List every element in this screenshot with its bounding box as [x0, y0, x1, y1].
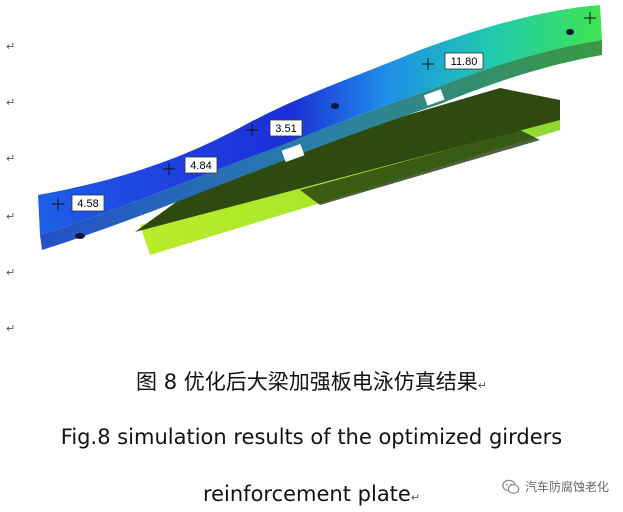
probe-marker	[52, 198, 64, 210]
caption-chinese: 图 8 优化后大梁加强板电泳仿真结果↵	[136, 370, 487, 394]
probe-marker	[584, 12, 596, 24]
hole	[75, 233, 85, 239]
value-label: 4.84	[184, 156, 218, 174]
opening	[281, 143, 305, 163]
probe-marker	[422, 58, 434, 70]
return-mark: ↵	[410, 491, 421, 504]
paragraph-mark: ↵	[6, 40, 16, 53]
probe-marker	[163, 163, 175, 175]
svg-text:4.84: 4.84	[190, 160, 211, 172]
paragraph-mark: ↵	[6, 266, 16, 279]
hole	[331, 103, 339, 109]
caption-english-line1: Fig.8 simulation results of the optimize…	[60, 425, 563, 449]
svg-text:3.51: 3.51	[275, 123, 296, 135]
value-label: 4.58	[71, 194, 105, 212]
watermark: 汽车防腐蚀老化	[502, 478, 609, 495]
hole	[566, 29, 574, 35]
probe-marker	[246, 124, 258, 136]
girder-simulation-figure: 4.58 4.84 3.51 11.80	[38, 5, 602, 255]
opening	[423, 89, 445, 106]
wechat-icon	[502, 479, 520, 494]
girder-edge-strip	[40, 40, 602, 250]
return-mark: ↵	[477, 379, 487, 392]
paragraph-mark: ↵	[6, 210, 16, 223]
paragraph-mark: ↵	[6, 96, 16, 109]
value-label: 3.51	[269, 119, 303, 137]
svg-text:4.58: 4.58	[77, 198, 98, 210]
value-label: 11.80	[444, 52, 484, 70]
web-shadow	[300, 130, 540, 205]
paragraph-mark: ↵	[6, 152, 16, 165]
caption-english-line2: reinforcement plate↵	[202, 482, 421, 506]
watermark-text: 汽车防腐蚀老化	[524, 480, 609, 494]
girder-web	[135, 88, 560, 232]
paragraph-mark: ↵	[6, 322, 16, 335]
svg-text:11.80: 11.80	[451, 56, 478, 68]
